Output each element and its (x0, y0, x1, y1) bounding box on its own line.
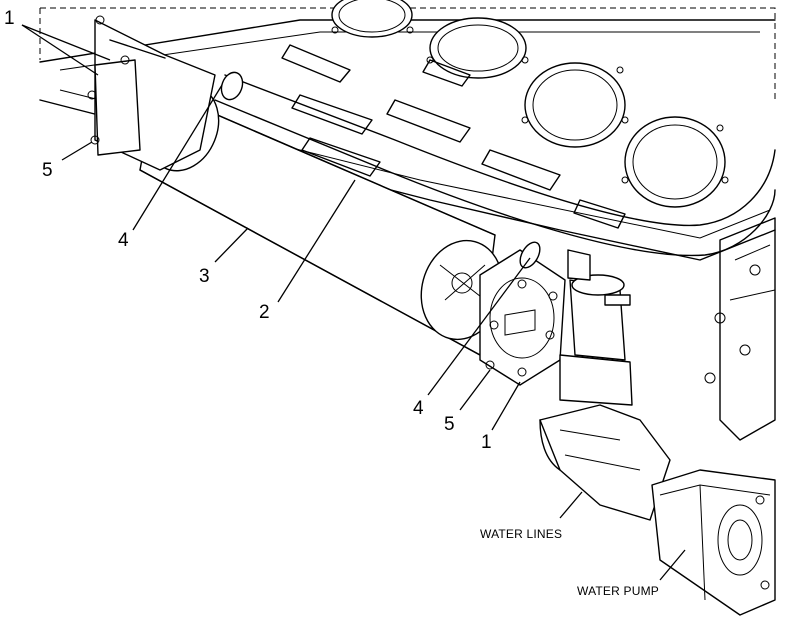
leader-4-left (132, 84, 223, 231)
right-flange-housing (420, 239, 566, 386)
callout-5-left: 5 (42, 160, 53, 181)
callout-5-right: 5 (444, 414, 455, 435)
callout-3: 3 (199, 266, 210, 287)
leader-5-right (459, 369, 491, 411)
cylinder-bores (331, 0, 726, 208)
leader-water-lines (559, 491, 583, 519)
left-flange-elbow (87, 15, 216, 171)
water-lines-part (539, 404, 671, 521)
leader-1-top (21, 24, 99, 76)
leader-water-pump (659, 549, 686, 581)
upper-water-pipe (214, 71, 776, 257)
callout-2: 2 (259, 302, 270, 323)
coupling (559, 249, 633, 406)
caption-water-lines: WATER LINES (480, 527, 562, 541)
leader-5-left (61, 141, 93, 161)
leader-3 (214, 227, 249, 263)
leader-1-top-b (21, 24, 111, 61)
water-pump-part (651, 469, 776, 616)
engine-block (39, 0, 776, 441)
caption-water-pump: WATER PUMP (577, 584, 659, 598)
coolant-slots (94, 39, 626, 229)
leader-lines (21, 24, 686, 581)
callout-4-left: 4 (118, 230, 129, 251)
callout-1-right: 1 (481, 432, 492, 453)
leader-1-right (491, 381, 521, 431)
bolt-holes (331, 26, 729, 184)
callout-1-top: 1 (4, 8, 15, 29)
leader-2 (277, 179, 356, 303)
leader-4-right (427, 257, 531, 396)
callout-4-right: 4 (413, 398, 424, 419)
